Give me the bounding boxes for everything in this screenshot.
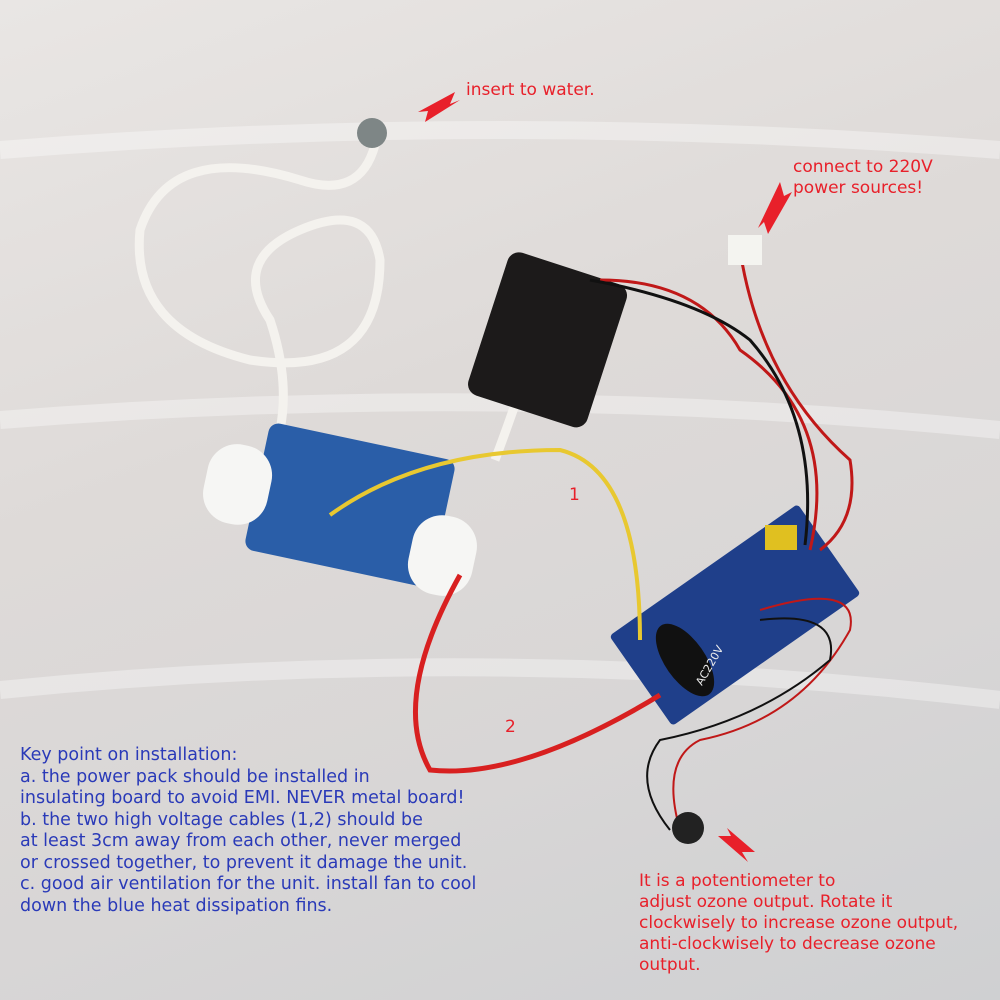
potentiometer-note: It is a potentiometer to adjust ozone ou… [639, 871, 959, 975]
cable-1-label: 1 [569, 485, 580, 505]
wires [328, 249, 854, 831]
power-pack-box [468, 252, 628, 428]
ozone-tube-heatsink [203, 423, 477, 596]
pcb-board [610, 505, 860, 725]
arrows [418, 92, 792, 862]
power-connector [728, 235, 762, 265]
power-source-label: connect to 220V power sources! [793, 157, 933, 198]
installation-notes: Key point on installation: a. the power … [20, 745, 477, 916]
cable-2-label: 2 [505, 717, 516, 737]
potentiometer-knob [672, 812, 704, 844]
air-stone [357, 118, 387, 148]
insert-water-label: insert to water. [466, 80, 595, 100]
